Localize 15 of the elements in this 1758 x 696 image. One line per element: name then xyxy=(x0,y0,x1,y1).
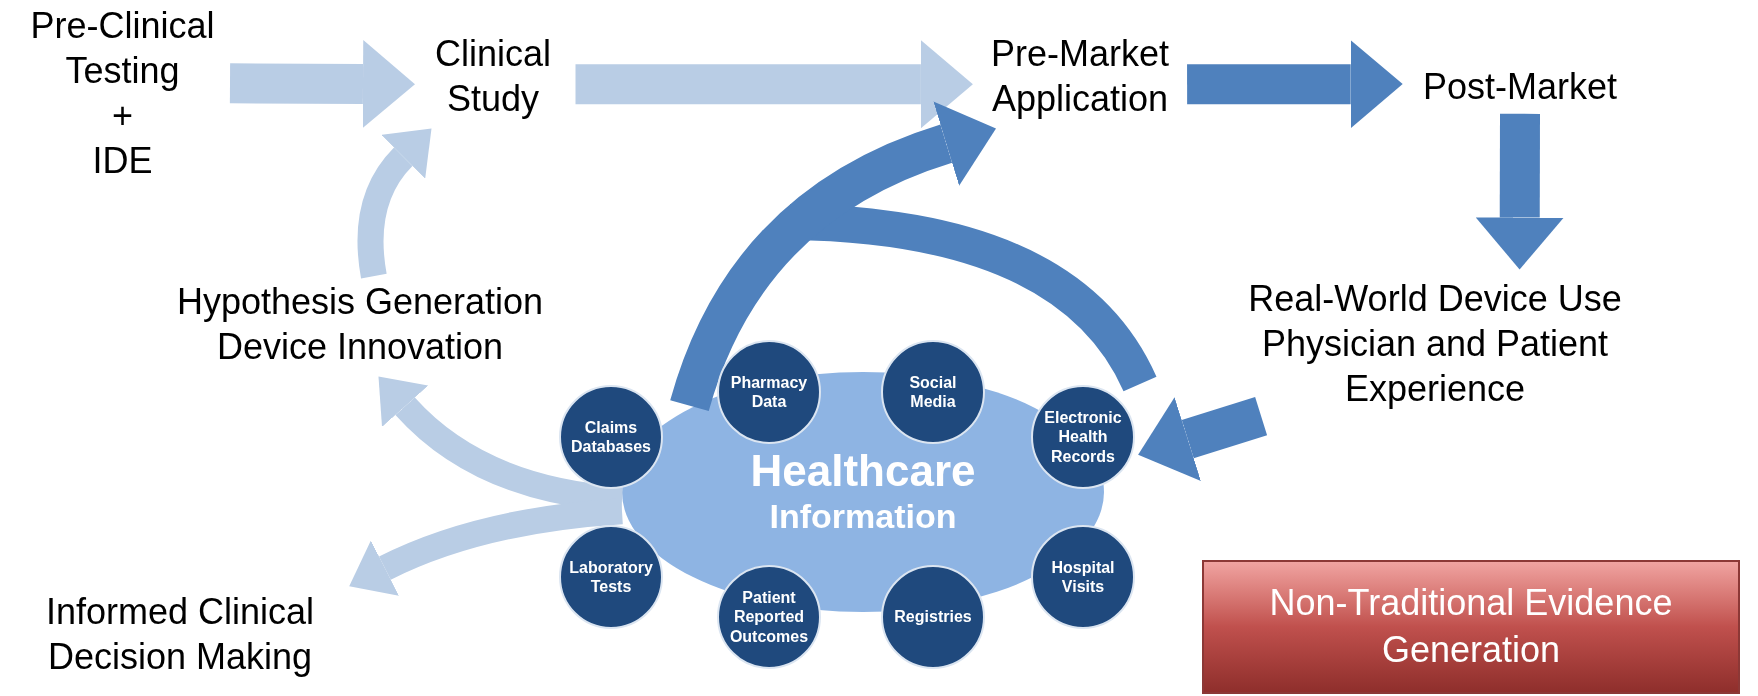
block-arrow xyxy=(1138,397,1268,482)
stage-label: Real-World Device Use Physician and Patient Experience xyxy=(1200,275,1670,412)
stage-label: Pre-Clinical Testing + IDE xyxy=(15,0,230,185)
stage-label: Pre-Market Application xyxy=(975,30,1185,122)
block-arrow xyxy=(1475,113,1564,270)
stage-label: Hypothesis Generation Device Innovation xyxy=(129,278,591,370)
ellipse-title: Healthcare xyxy=(750,447,976,496)
evidence-banner: Non-Traditional Evidence Generation xyxy=(1202,560,1740,694)
ellipse-title: Information xyxy=(769,495,957,537)
stage-label: Informed Clinical Decision Making xyxy=(0,588,360,680)
stage-label: Clinical Study xyxy=(418,30,568,122)
block-arrow xyxy=(229,40,415,128)
block-arrow xyxy=(1187,40,1403,129)
block-arrow xyxy=(575,40,973,129)
stage-label: Post-Market xyxy=(1405,62,1635,110)
